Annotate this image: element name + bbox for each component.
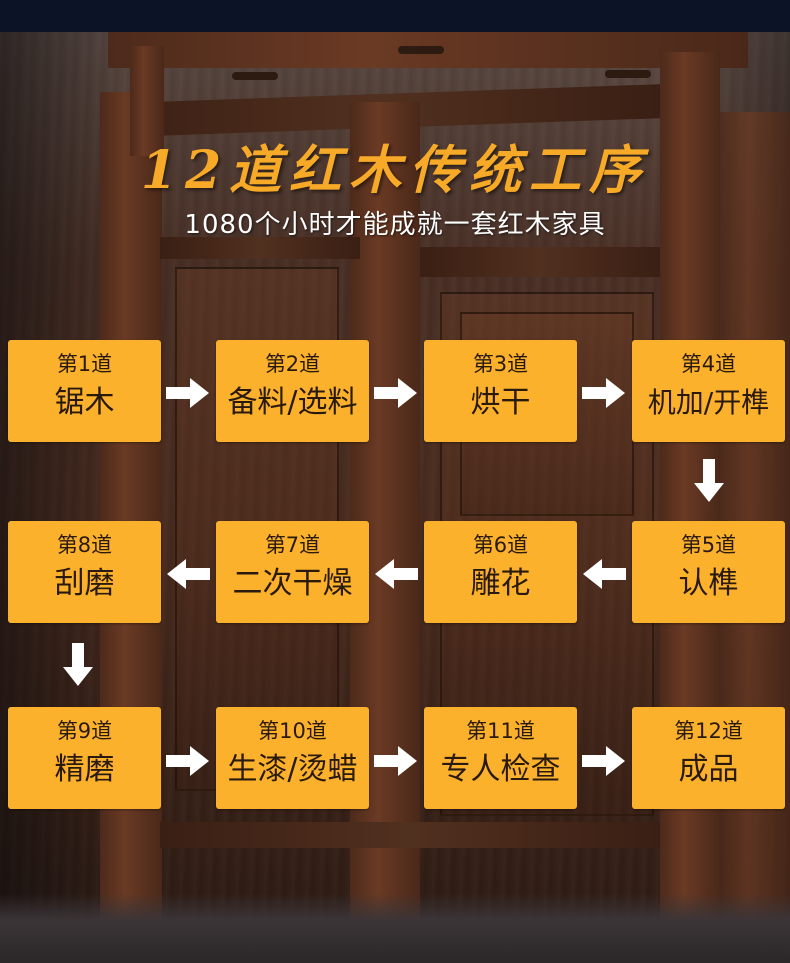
step-card-9: 第9道 精磨 [8,707,161,809]
step-card-4: 第4道 机加/开榫 [632,340,785,442]
step-card-5: 第5道 认榫 [632,521,785,623]
arrow-right-icon [166,376,210,410]
step-card-11: 第11道 专人检查 [424,707,577,809]
arrow-right-icon [582,376,626,410]
step-number: 第10道 [216,718,369,744]
step-name: 二次干燥 [216,566,369,602]
step-number: 第11道 [424,718,577,744]
step-card-3: 第3道 烘干 [424,340,577,442]
step-name: 认榫 [632,566,785,602]
step-name: 锯木 [8,385,161,421]
step-name: 专人检查 [424,752,577,788]
section-title: 12道红木传统工序 [0,128,790,203]
section-subtitle: 1080个小时才能成就一套红木家具 [0,204,790,241]
step-number: 第9道 [8,718,161,744]
arrow-right-icon [582,744,626,778]
step-number: 第6道 [424,532,577,558]
arrow-left-icon [582,557,626,591]
arrow-left-icon [166,557,210,591]
step-name: 烘干 [424,385,577,421]
arrow-left-icon [374,557,418,591]
step-name: 刮磨 [8,566,161,602]
step-name: 生漆/烫蜡 [216,752,369,788]
step-card-7: 第7道 二次干燥 [216,521,369,623]
step-name: 雕花 [424,566,577,602]
step-name: 成品 [632,752,785,788]
step-card-12: 第12道 成品 [632,707,785,809]
arrow-right-icon [374,744,418,778]
step-number: 第5道 [632,532,785,558]
step-number: 第2道 [216,351,369,377]
step-card-8: 第8道 刮磨 [8,521,161,623]
step-card-10: 第10道 生漆/烫蜡 [216,707,369,809]
step-number: 第1道 [8,351,161,377]
step-card-1: 第1道 锯木 [8,340,161,442]
step-number: 第8道 [8,532,161,558]
arrow-down-icon [692,459,726,503]
step-number: 第3道 [424,351,577,377]
arrow-down-icon [61,643,95,687]
step-name: 备料/选料 [216,385,369,421]
top-bar [0,0,790,32]
step-card-6: 第6道 雕花 [424,521,577,623]
step-number: 第7道 [216,532,369,558]
step-number: 第12道 [632,718,785,744]
step-name: 精磨 [8,752,161,788]
arrow-right-icon [374,376,418,410]
step-name: 机加/开榫 [632,385,785,421]
step-card-2: 第2道 备料/选料 [216,340,369,442]
step-number: 第4道 [632,351,785,377]
arrow-right-icon [166,744,210,778]
